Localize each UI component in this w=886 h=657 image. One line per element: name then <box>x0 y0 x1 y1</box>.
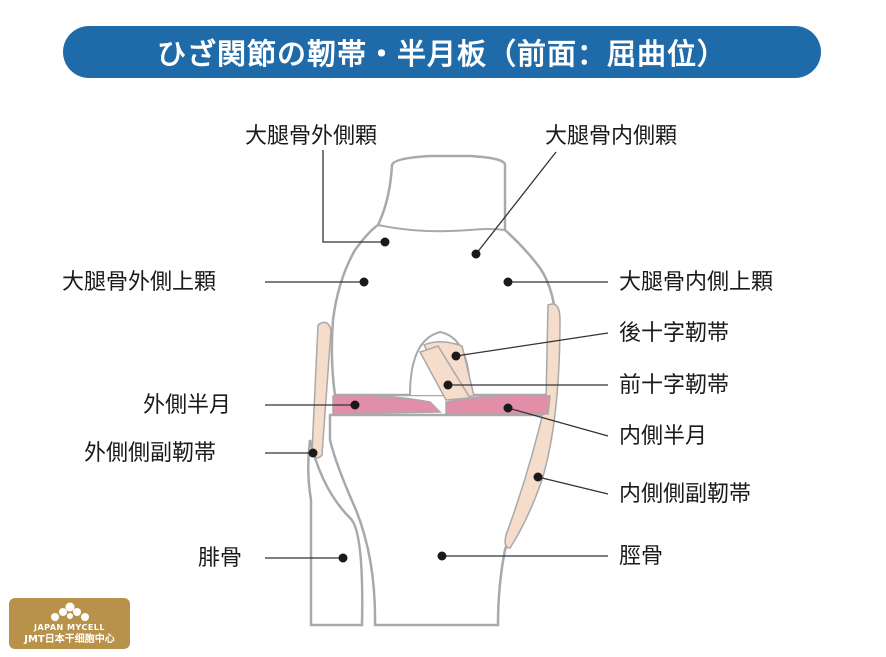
dot-anterior-cruciate <box>443 380 453 390</box>
logo-line1: JAPAN MYCELL <box>34 623 105 632</box>
logo-mark-icon <box>51 602 89 621</box>
dot-lateral-collateral <box>308 448 318 458</box>
label-femur-medial-epicondyle: 大腿骨内側上顆 <box>619 270 774 295</box>
dot-femur-medial-epicondyle <box>503 277 513 287</box>
label-femur-lateral-condyle: 大腿骨外側顆 <box>245 124 378 149</box>
label-medial-meniscus: 内側半月 <box>619 424 708 449</box>
medial-collateral-ligament <box>504 303 561 549</box>
label-fibula: 腓骨 <box>198 546 243 571</box>
label-tibia: 脛骨 <box>619 544 664 569</box>
jmt-logo: JAPAN MYCELL JMT日本干细胞中心 <box>9 598 130 649</box>
label-lateral-meniscus: 外側半月 <box>143 393 232 418</box>
medial-meniscus <box>445 394 551 415</box>
leader-medial-meniscus <box>507 407 609 437</box>
logo-line2: JMT日本干细胞中心 <box>24 634 115 645</box>
label-posterior-cruciate: 後十字靭帯 <box>619 321 730 346</box>
leader-posterior-cruciate <box>455 332 609 357</box>
leader-femur-medial-condyle <box>475 151 557 255</box>
leader-medial-collateral <box>537 476 609 495</box>
fibula-bone <box>307 439 364 627</box>
dot-fibula <box>338 553 348 563</box>
marker-dots <box>308 237 543 563</box>
label-femur-medial-condyle: 大腿骨内側顆 <box>545 124 678 149</box>
diagram-title: ひざ関節の靭帯・半月板（前面：屈曲位） <box>156 37 727 71</box>
dot-femur-lateral-epicondyle <box>359 277 369 287</box>
dot-femur-medial-condyle <box>471 249 481 259</box>
label-lateral-collateral: 外側側副靭帯 <box>84 441 217 466</box>
dot-tibia <box>437 551 447 561</box>
intercondylar-notch <box>377 224 506 233</box>
dot-lateral-meniscus <box>350 400 360 410</box>
title-banner: ひざ関節の靭帯・半月板（前面：屈曲位） <box>63 26 821 78</box>
label-femur-lateral-epicondyle: 大腿骨外側上顆 <box>62 270 217 295</box>
dot-medial-meniscus <box>503 403 513 413</box>
label-anterior-cruciate: 前十字靭帯 <box>619 373 730 398</box>
dot-femur-lateral-condyle <box>380 237 390 247</box>
dot-posterior-cruciate <box>451 351 461 361</box>
label-medial-collateral: 内側側副靭帯 <box>619 482 752 507</box>
lateral-meniscus <box>332 394 442 415</box>
dot-medial-collateral <box>533 472 543 482</box>
leader-lines <box>265 150 609 559</box>
lateral-collateral-ligament <box>311 321 332 459</box>
leader-femur-lateral-condyle <box>322 150 385 243</box>
